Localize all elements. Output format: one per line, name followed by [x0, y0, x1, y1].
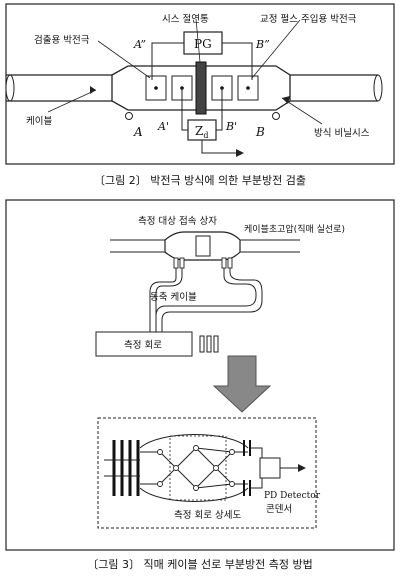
label-circuit-detail: 측정 회로 상세도 [174, 510, 241, 521]
ground-left-icon [125, 112, 133, 120]
label-calibration-pulse-foil: 교정 펄스 주입용 박전극 [260, 13, 357, 25]
label-a: A [133, 125, 143, 139]
label-target-joint-box: 측정 대상 접속 상자 [138, 215, 217, 227]
label-cable: 케이블 [26, 116, 52, 127]
sheath-insulating-tube [195, 61, 207, 115]
output-arrow-icon [236, 149, 244, 157]
label-detection-foil: 검출용 박전극 [34, 34, 90, 46]
label-pg: PG [194, 37, 212, 51]
label-coax-cable: 동축 케이블 [150, 292, 197, 303]
coax-cable [149, 268, 263, 332]
figure2-caption: 〔그림 2〕 박전극 방식에 의한 부분방전 검출 [94, 174, 306, 187]
label-anticorrosion-vinyl-sheath: 방식 비닐시스 [314, 128, 370, 139]
figure3-frame [5, 199, 395, 551]
circuit-side-elements [199, 335, 219, 353]
hv-cable-line [110, 239, 300, 253]
detail-inner-region [169, 435, 227, 501]
cable-right [290, 74, 383, 102]
label-condenser: 콘덴서 [266, 504, 292, 515]
label-b-prime: B' [225, 120, 237, 133]
label-measurement-circuit: 측정 회로 [124, 340, 162, 351]
figure3-caption: 〔그림 3〕 직매 케이블 선로 부분방전 측정 방법 [87, 558, 313, 571]
measurement-circuit-box [95, 331, 193, 357]
ground-right-icon [272, 112, 280, 120]
output-line [201, 140, 236, 154]
label-cable-hv: 케이블초고압(직매 실선로) [244, 223, 345, 235]
detail-cap-wires [250, 447, 263, 489]
pd-detector-box [259, 457, 281, 479]
label-b: B [255, 125, 265, 139]
cable-left [5, 74, 112, 102]
joint-terminals [173, 257, 233, 269]
joint-center-insulator [195, 235, 211, 257]
label-zd-main: Z [195, 124, 203, 138]
cable-pointer-icon [90, 86, 96, 94]
zd-wires [181, 88, 223, 131]
label-zd: Zd [195, 124, 208, 140]
pd-output-arrow-icon [298, 464, 306, 472]
detail-bridge-network [139, 434, 249, 502]
detail-capacitor-icon [243, 440, 251, 496]
detail-fins-icon [112, 440, 140, 496]
label-zd-sub: d [203, 131, 208, 140]
label-sheath-insulation: 시스 절연통 [162, 13, 209, 25]
detail-nodes [157, 445, 235, 491]
pg-wires [151, 42, 253, 80]
figure2-leaders [47, 18, 323, 125]
electrode-terminals [154, 86, 250, 90]
label-a-double-prime: A” [133, 38, 146, 51]
label-a-prime: A' [157, 120, 169, 133]
label-pd-detector: PD Detector [264, 491, 321, 501]
down-arrow-icon [212, 355, 272, 413]
sheath-pointer-icon [282, 96, 290, 104]
detail-box [97, 417, 317, 529]
label-b-double-prime: B” [255, 38, 270, 51]
detail-fin-rails [104, 459, 140, 477]
